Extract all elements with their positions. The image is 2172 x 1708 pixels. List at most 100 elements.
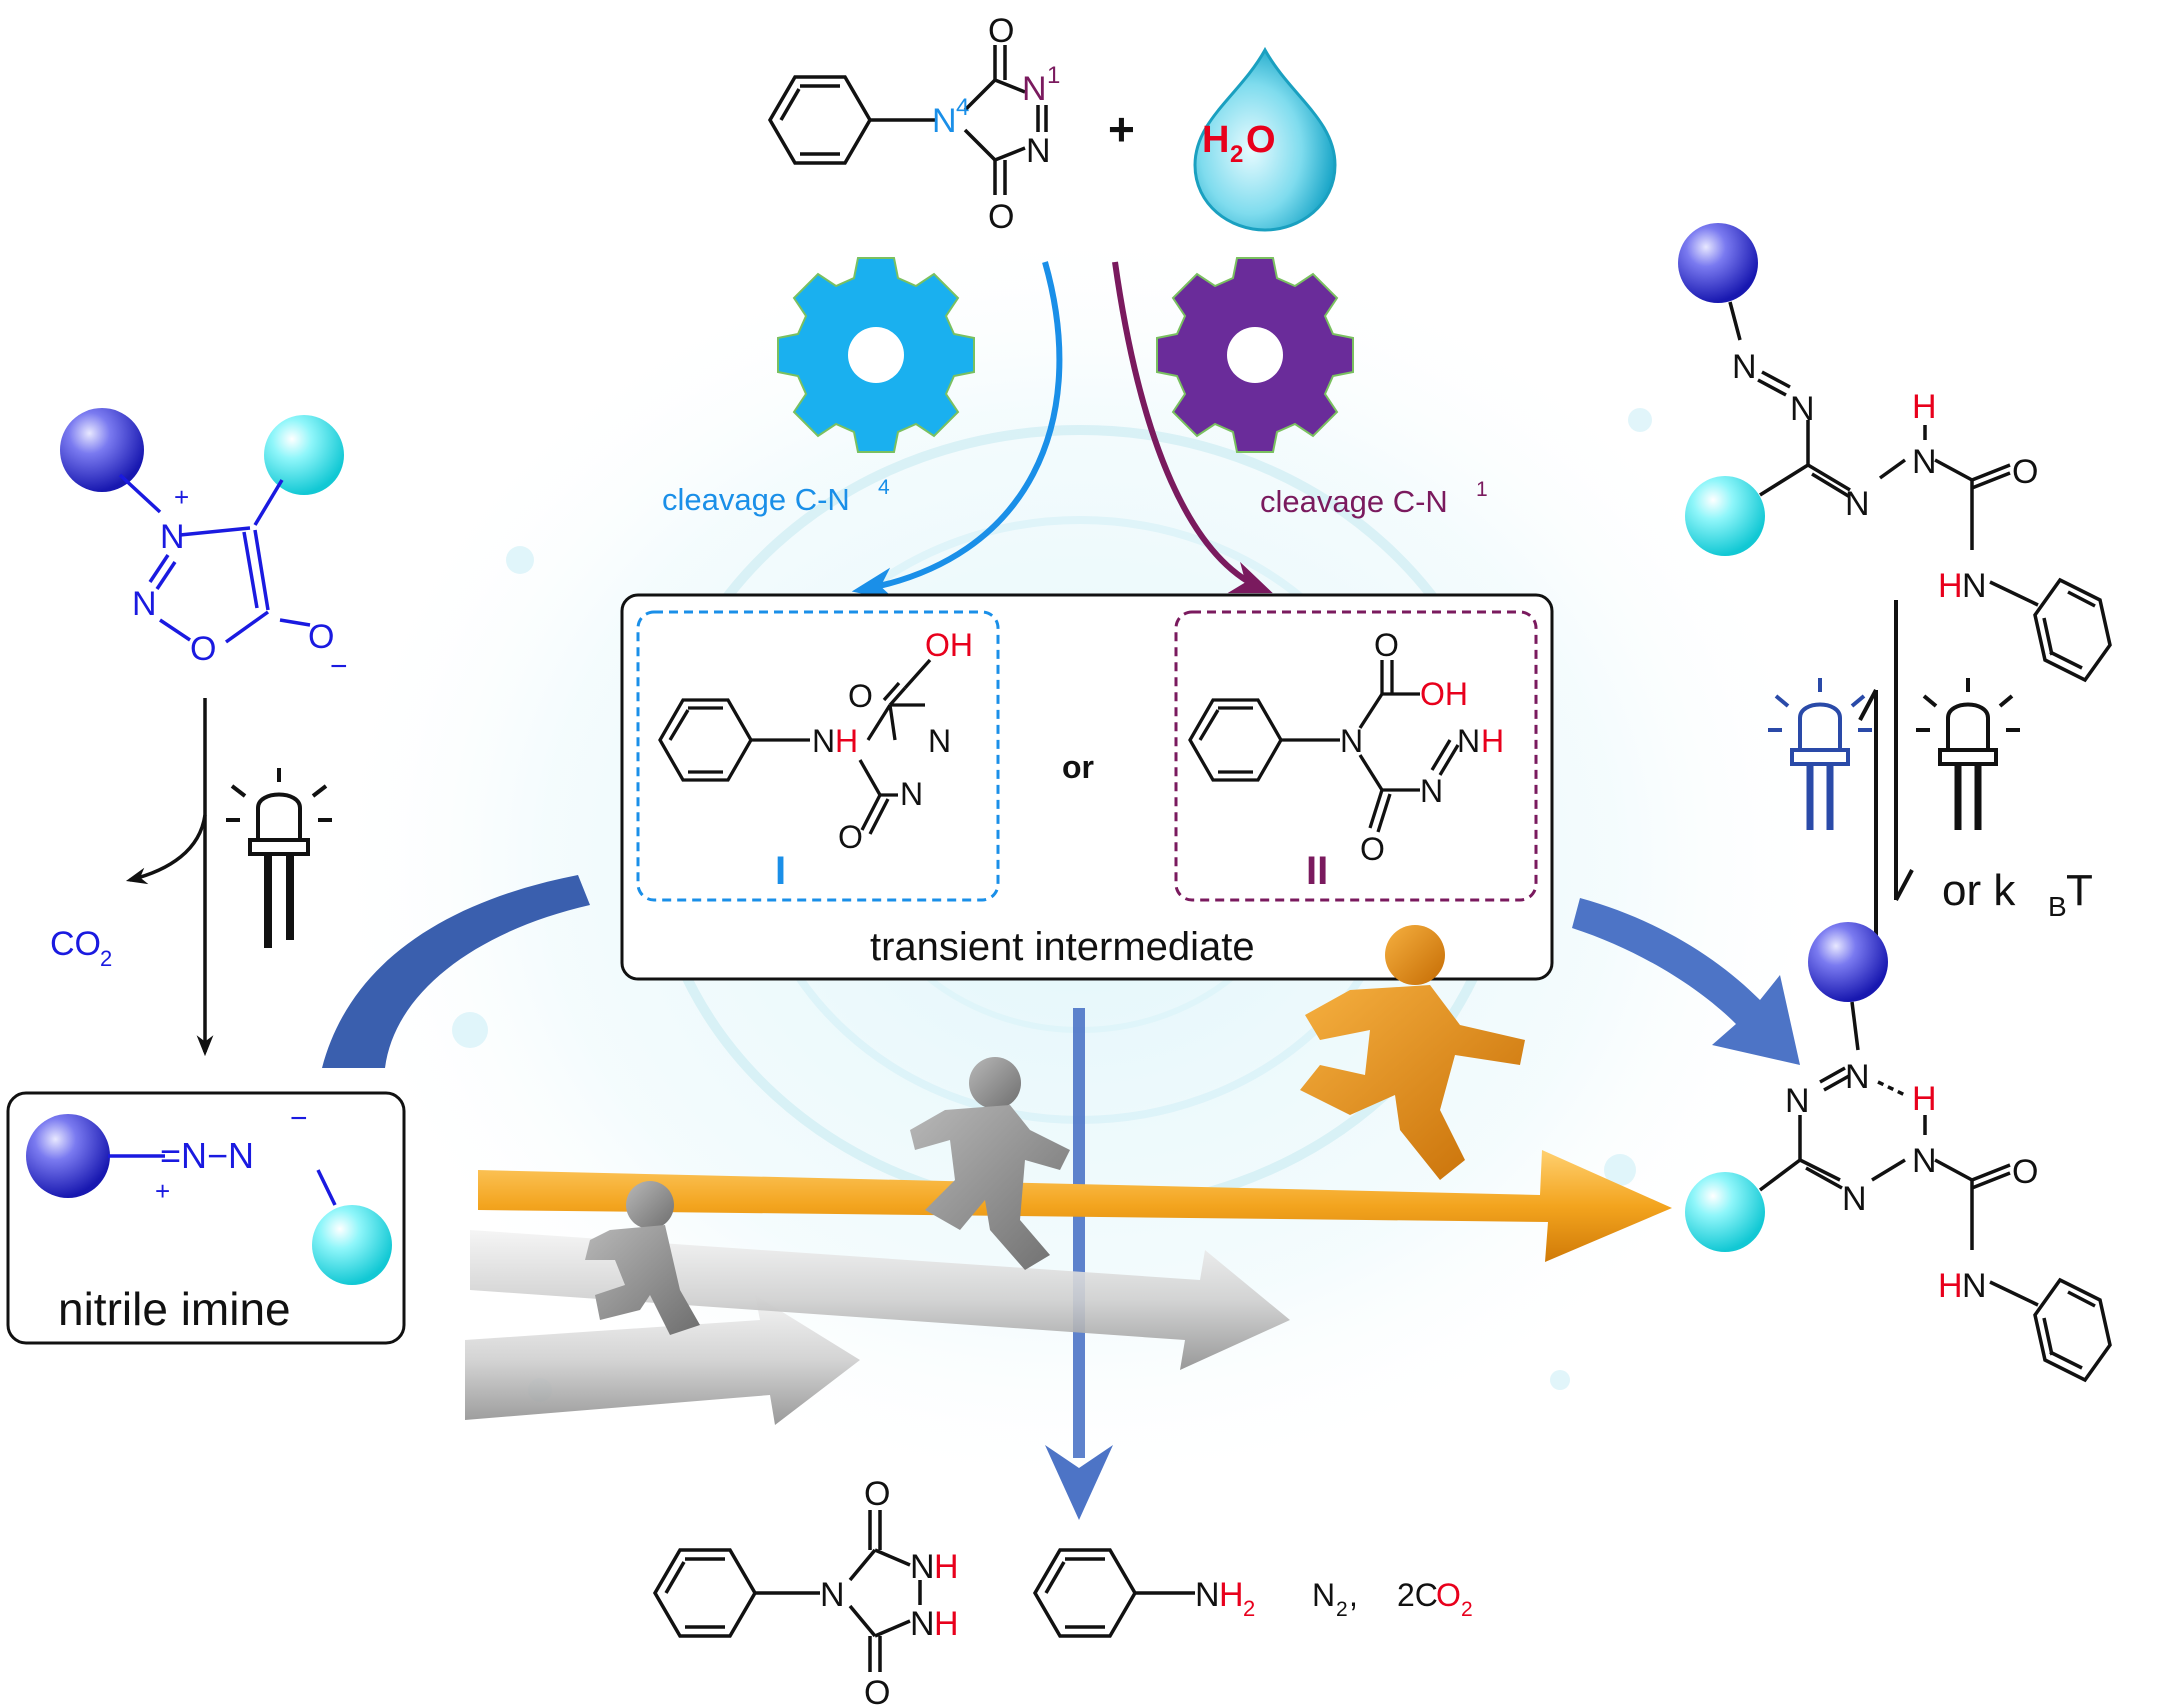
sydnone-o-ring: O (190, 630, 216, 668)
aniline-h: H (1219, 1576, 1244, 1614)
or-kbt: or k (1942, 866, 2016, 915)
sydnone-minus: − (330, 650, 348, 683)
urazole-structure (652, 1510, 922, 1672)
rb-n3: N (1842, 1180, 1867, 1218)
plus-sign: + (1108, 103, 1135, 155)
aniline-n: N (1195, 1576, 1220, 1614)
kbt-sub: B (2048, 891, 2067, 922)
water-h: H (1202, 119, 1229, 161)
nitrile-structure (108, 1154, 337, 1206)
int-I-n1: N (928, 723, 951, 759)
urazole-nh2-h: H (934, 1605, 959, 1643)
led-black-icon (1916, 678, 2020, 830)
int-II-oh: OH (1420, 676, 1468, 712)
urazole-nh1-n: N (910, 1548, 935, 1586)
nitrile-minus: − (290, 1102, 308, 1135)
big-arrow-right (1572, 898, 1800, 1065)
sydnone-n-plus: N (160, 518, 185, 556)
rt-h: H (1912, 388, 1937, 426)
int-I-oh: OH (925, 627, 973, 663)
int-I-o-top: O (848, 678, 873, 714)
rt-hn-h: H (1938, 567, 1963, 605)
int-II-n2: N (1420, 773, 1443, 809)
co2-sub-bottom: 2 (1461, 1598, 1473, 1621)
int-II-nh-n: N (1457, 723, 1480, 759)
rb-n2: N (1785, 1082, 1810, 1120)
equilibrium-arrows (1858, 600, 1914, 980)
sydnone-n: N (132, 585, 157, 623)
nitrile-chain: =N−N (160, 1135, 254, 1176)
urazole-n: N (820, 1576, 845, 1614)
right-bottom-structure (1758, 1001, 2112, 1383)
rb-h: H (1912, 1080, 1937, 1118)
right-bottom-navy-ball (1808, 922, 1888, 1002)
int-I-nh-n: N (812, 723, 835, 759)
int-I-o-bottom: O (838, 819, 863, 855)
big-arrow-left (322, 875, 590, 1068)
urazole-o-top: O (864, 1475, 890, 1513)
int-II-label: II (1306, 849, 1328, 893)
nitrile-navy-ball (26, 1114, 110, 1198)
gear-purple-icon (1156, 257, 1354, 453)
rt-n3: N (1845, 485, 1870, 523)
gray-runner-middle (910, 1057, 1070, 1270)
int-I-nh-h: H (835, 723, 858, 759)
sydnone-structure (118, 473, 311, 644)
orange-runner-front (1300, 925, 1525, 1180)
sydnone-cyan-ball (264, 415, 344, 495)
sydnone-o-minus: O (308, 618, 334, 656)
water-o: O (1246, 119, 1276, 161)
ptad-n4: N (932, 102, 957, 140)
cleavage-n4-label: cleavage C-N (662, 482, 850, 517)
rb-hn-h: H (1938, 1267, 1963, 1305)
cleavage-n4-sup: 4 (878, 476, 890, 499)
n2-sub: 2 (1336, 1598, 1348, 1621)
right-top-navy-ball (1678, 223, 1758, 303)
ptad-o-top: O (988, 12, 1014, 50)
aniline-sub: 2 (1243, 1596, 1255, 1621)
cleavage-n1-sup: 1 (1476, 478, 1488, 501)
down-arrow-to-byproducts (1045, 1008, 1113, 1520)
rb-o: O (2012, 1153, 2038, 1191)
cleavage-n1-label: cleavage C-N (1260, 484, 1448, 519)
right-bottom-cyan-ball (1685, 1172, 1765, 1252)
int-or: or (1062, 749, 1094, 785)
intermediate-I-structure (658, 658, 932, 835)
water-drop-icon (1193, 46, 1337, 232)
sydnone-navy-ball (60, 408, 144, 492)
nitrile-caption: nitrile imine (58, 1283, 291, 1335)
rb-n4: N (1912, 1142, 1937, 1180)
rt-nh: N (1912, 443, 1937, 481)
urazole-o-bottom: O (864, 1674, 890, 1708)
int-I-n2: N (900, 776, 923, 812)
rb-n1: N (1845, 1058, 1870, 1096)
intermediate-box (620, 593, 1554, 981)
gear-blue-icon (777, 257, 975, 453)
rt-hn-n: N (1962, 567, 1987, 605)
led-blue-icon (1768, 678, 1872, 830)
co2-o: O (1436, 1577, 1461, 1613)
aniline-structure (1032, 1548, 1195, 1638)
co2-sub: 2 (100, 946, 112, 971)
ptad-n4-sup: 4 (956, 94, 969, 121)
n2-n: N (1312, 1577, 1335, 1613)
ptad-structure (767, 45, 1048, 195)
intermediate-II-structure (1188, 660, 1460, 833)
nitrile-cyan-ball (312, 1205, 392, 1285)
led-light-icon (226, 768, 332, 948)
int-II-o-bottom: O (1360, 831, 1385, 867)
cleavage-n1-arrow (1112, 261, 1273, 594)
right-top-structure (1728, 301, 2112, 683)
co2-coef: 2C (1397, 1577, 1438, 1613)
co2-release-arrow (125, 814, 207, 885)
ptad-n1-sup: 1 (1047, 62, 1060, 89)
kbt-tail: T (2066, 866, 2093, 915)
intermediate-I-box (636, 610, 1000, 902)
intermediate-II-box (1174, 610, 1538, 902)
ptad-o-bottom: O (988, 198, 1014, 236)
rt-n2: N (1790, 390, 1815, 428)
cleavage-n4-arrow (851, 261, 1063, 601)
urazole-nh1-h: H (934, 1548, 959, 1586)
water-sub: 2 (1230, 141, 1243, 168)
